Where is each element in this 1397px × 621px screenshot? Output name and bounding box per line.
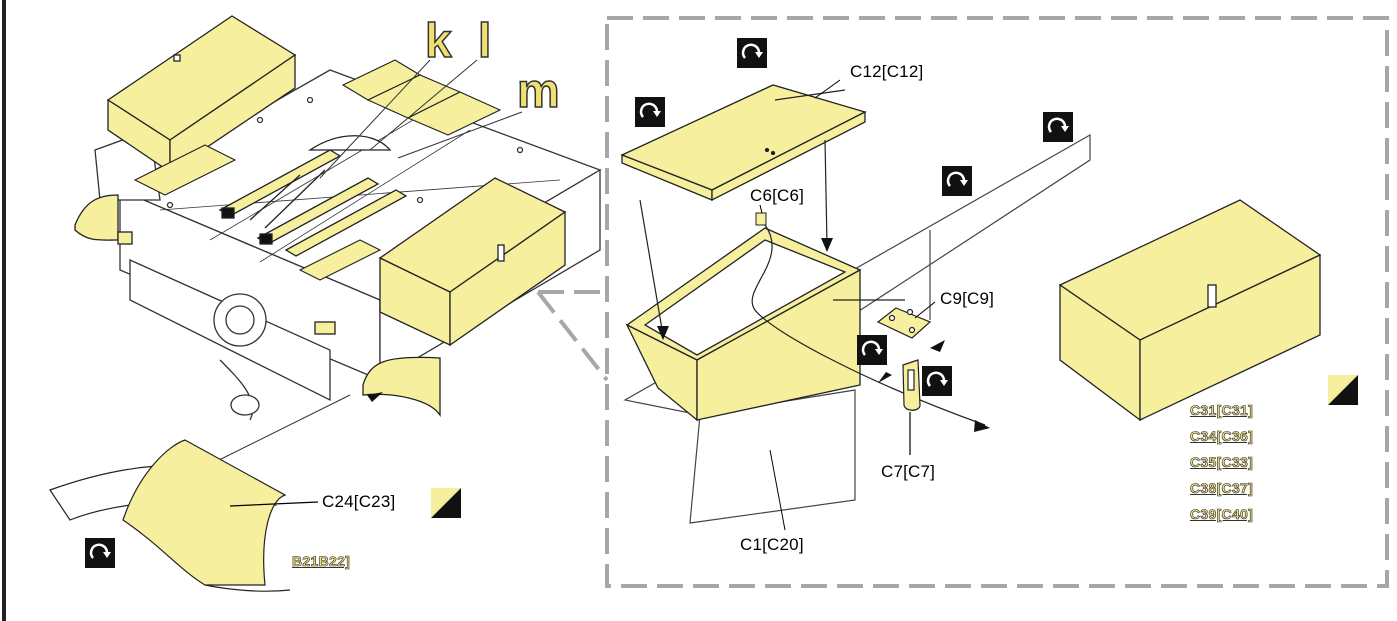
rear-stowage-box xyxy=(106,15,297,174)
label-c24: C24[C23] xyxy=(322,492,396,511)
fold-arrow-icon xyxy=(737,38,767,68)
side-stowage-box xyxy=(378,177,567,347)
label-leaders xyxy=(759,79,936,531)
left-margin-bar xyxy=(2,0,6,621)
label-c12: C12[C12] xyxy=(850,62,924,81)
direction-arrows xyxy=(878,340,945,383)
half-triangle-icon xyxy=(431,488,461,518)
assembly-arrows xyxy=(639,89,986,426)
code-list-item: C35[C33] xyxy=(1190,454,1254,471)
fold-arrow-icon xyxy=(857,335,887,365)
part-c9 xyxy=(876,307,932,339)
deck-tools xyxy=(218,135,408,257)
lid-part-c12 xyxy=(620,84,867,202)
code-list-item: C38[C37] xyxy=(1190,480,1254,497)
mudguard-detail xyxy=(49,439,319,592)
label-c9: C9[C9] xyxy=(940,289,995,308)
half-triangle-icon xyxy=(1328,375,1358,405)
part-c7 xyxy=(902,359,921,455)
fold-arrow-icon xyxy=(85,538,115,568)
fold-arrow-icon xyxy=(922,366,952,396)
letter-k: k xyxy=(424,14,452,69)
letter-l: l xyxy=(477,14,492,69)
code-list-item: C39[C40] xyxy=(1190,506,1254,523)
part-c6 xyxy=(755,212,767,226)
code-list-item: C34[C36] xyxy=(1190,428,1254,445)
box-part-c1 xyxy=(625,227,862,422)
code-left: B21B22] xyxy=(292,553,351,570)
code-list-item: C31[C31] xyxy=(1190,402,1254,419)
label-c7: C7[C7] xyxy=(881,462,936,481)
label-c6: C6[C6] xyxy=(750,186,805,205)
assembled-box xyxy=(1058,199,1322,422)
fold-arrow-icon xyxy=(942,166,972,196)
engine-grilles xyxy=(133,59,502,281)
detail-frame xyxy=(605,16,1389,588)
arrow-heads xyxy=(367,238,990,432)
letter-m: m xyxy=(516,64,560,119)
kml-leaders xyxy=(214,59,523,463)
mudguards xyxy=(74,194,441,418)
fold-arrow-icon xyxy=(1043,112,1073,142)
label-c1: C1[C20] xyxy=(740,535,804,554)
fold-arrow-icon xyxy=(635,97,665,127)
